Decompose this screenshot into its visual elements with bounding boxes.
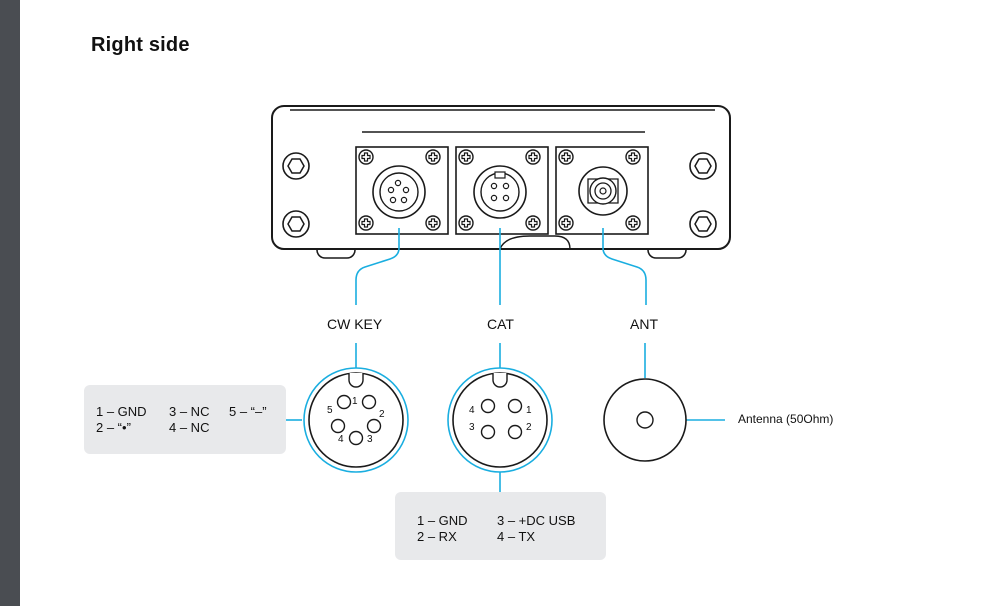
page-title: Right side [91,34,190,56]
cw-key-pinout-box: 1 – GND 3 – NC 5 – “–” 2 – “•” 4 – NC [84,385,286,454]
left-edge-bar [0,0,20,606]
cw-key-pin-5-desc: 5 – “–” [229,404,267,419]
cw-key-pin-2-number: 2 [379,409,385,420]
cat-pin-3-number: 3 [469,422,475,433]
cw-key-pin-1-desc: 1 – GND [96,404,147,419]
cw-key-label: CW KEY [327,316,383,332]
ant-coax-connector [603,378,687,462]
ant-panel [555,146,649,235]
cw-key-pin-1-number: 1 [352,396,358,407]
hex-bolt-icon [282,152,310,180]
cat-pin-1-desc: 1 – GND [417,513,468,528]
cw-key-pin-4-number: 4 [338,434,344,445]
cat-pinout-box: 1 – GND 3 – +DC USB 2 – RX 4 – TX [395,492,606,560]
cw-key-pin-3-number: 3 [367,434,373,445]
cat-pin-2-number: 2 [526,422,532,433]
cat-pin-4-number: 4 [469,405,475,416]
cat-pin-1-number: 1 [526,405,532,416]
cat-pin-4-desc: 4 – TX [497,529,536,544]
cw-key-pin-4-desc: 4 – NC [169,420,210,435]
cw-key-pin-5-number: 5 [327,405,333,416]
cat-din-connector [447,367,553,473]
cat-pin-3-desc: 3 – +DC USB [497,513,576,528]
hex-bolt-icon [689,210,717,238]
cat-label: CAT [487,316,514,332]
cat-pin-2-desc: 2 – RX [417,529,457,544]
ant-label: ANT [630,316,658,332]
cw-key-din-connector [303,367,409,473]
antenna-description: Antenna (50Ohm) [738,412,834,426]
hex-bolt-icon [282,210,310,238]
cw-key-pin-2-desc: 2 – “•” [96,420,131,435]
hex-bolt-icon [689,152,717,180]
cw-key-pin-3-desc: 3 – NC [169,404,210,419]
cw-key-panel [355,146,449,235]
leader-lines [286,228,725,493]
cat-panel [455,146,549,235]
